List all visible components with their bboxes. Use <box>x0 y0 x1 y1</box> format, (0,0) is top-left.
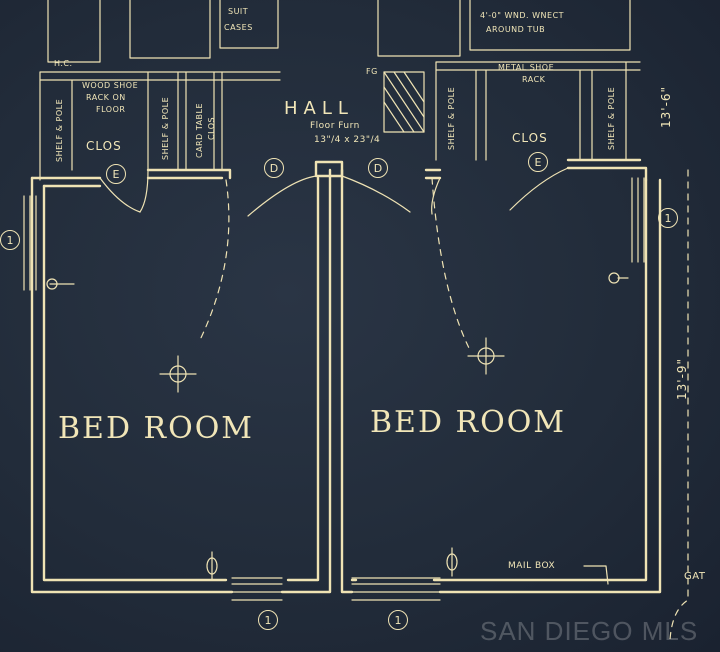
switch-leg-right <box>431 177 471 351</box>
door-swing-d-left <box>247 175 317 217</box>
note-tub-1: 4'-0" WND. WNECT <box>480 11 565 20</box>
marker-d-right: D <box>368 158 388 178</box>
note-suit: SUIT <box>228 7 249 16</box>
note-card-table: CARD TABLE <box>195 102 204 158</box>
ceiling-light-right <box>467 337 505 375</box>
note-floor: FLOOR <box>96 105 126 114</box>
grille-hatch <box>383 71 425 133</box>
door-swing-e-left-2 <box>139 169 149 213</box>
dimension-top-right: 13'-6" <box>659 85 673 128</box>
door-swing-e-left <box>99 177 141 213</box>
note-cases: CASES <box>224 23 253 32</box>
note-wood-shoe: WOOD SHOE <box>82 81 139 90</box>
note-shelf-pole-4: SHELF & POLE <box>607 86 616 150</box>
closet-right-label: CLOS <box>512 131 548 145</box>
note-shelf-pole-2: SHELF & POLE <box>161 96 170 160</box>
window-left <box>23 195 37 291</box>
mailbox-arrow <box>583 565 609 585</box>
note-gate: GAT <box>684 571 706 582</box>
dimension-right-side: 13'-9" <box>675 357 689 400</box>
window-bottom-right <box>351 577 441 601</box>
right-dash-line <box>669 169 689 641</box>
note-shelf-pole-3: SHELF & POLE <box>447 86 456 150</box>
window-right <box>631 177 645 263</box>
note-fg: FG <box>366 67 378 76</box>
note-rack-on: RACK ON <box>86 93 126 102</box>
window-bottom-left <box>231 577 283 601</box>
bedroom-left-label: BED ROOM <box>58 411 255 446</box>
watermark: SAN DIEGO MLS <box>480 616 699 646</box>
bedroom-right-label: BED ROOM <box>370 405 567 440</box>
marker-1-left: 1 <box>0 230 20 250</box>
closet-lines-left <box>39 71 281 181</box>
door-swing-d-right <box>341 175 411 213</box>
hall-floor-label: Floor Furn <box>310 121 360 131</box>
switch-leg-left <box>199 179 230 341</box>
bath-right <box>377 0 631 57</box>
outlets <box>46 272 629 581</box>
note-mail-box: MAIL BOX <box>508 561 556 571</box>
note-shelf-pole-1: SHELF & POLE <box>55 98 64 162</box>
hall-dims-label: 13"/4 x 23"/4 <box>314 135 381 145</box>
closet-lines-right <box>435 61 641 161</box>
ceiling-light-left <box>159 355 197 393</box>
marker-e-left: E <box>106 164 126 184</box>
note-clos-vertical: CLOS <box>207 116 216 140</box>
marker-1-bottom-right: 1 <box>388 610 408 630</box>
door-swing-e-right <box>509 167 569 211</box>
marker-d-left: D <box>264 158 284 178</box>
closet-left-label: CLOS <box>86 139 122 153</box>
hall-label: HALL <box>284 98 354 119</box>
door-swing-s-right <box>431 177 441 215</box>
marker-1-right: 1 <box>658 208 678 228</box>
bath-left <box>47 0 279 63</box>
note-rack: RACK <box>522 75 546 84</box>
note-hc: H.C. <box>54 59 73 68</box>
right-bedroom-walls <box>340 168 662 594</box>
marker-e-right: E <box>528 152 548 172</box>
marker-1-bottom-left: 1 <box>258 610 278 630</box>
note-metal-shoe: METAL SHOE <box>498 63 555 72</box>
top-walls <box>30 158 648 188</box>
left-bedroom-walls <box>30 168 332 594</box>
note-tub-2: AROUND TUB <box>486 25 546 34</box>
